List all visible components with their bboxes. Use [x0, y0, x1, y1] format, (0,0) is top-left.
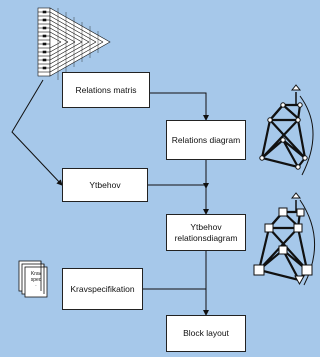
connector-lines: [11, 79, 209, 316]
document-label-line1: Krav: [30, 271, 42, 277]
relations-graph-icon: [259, 84, 314, 176]
ytbehov-box: Ytbehov: [62, 168, 148, 202]
relations-diagram-box: Relations diagram: [166, 120, 246, 160]
document-label-line2: spec: [30, 276, 42, 283]
block-layout-box: Block layout: [166, 315, 246, 352]
document-stack-icon: [18, 260, 48, 298]
space-relations-graph-icon: [253, 192, 315, 286]
kravspecifikation-box: Kravspecifikation: [62, 268, 143, 310]
ytbehov-relationsdiagram-box: Ytbehov relationsdiagram: [166, 214, 246, 251]
document-label-line3: .: [35, 282, 37, 288]
relations-matris-box: Relations matris: [62, 72, 150, 108]
matrix-grid-icon: [37, 7, 111, 80]
document-label: Krav spec .: [26, 271, 46, 289]
